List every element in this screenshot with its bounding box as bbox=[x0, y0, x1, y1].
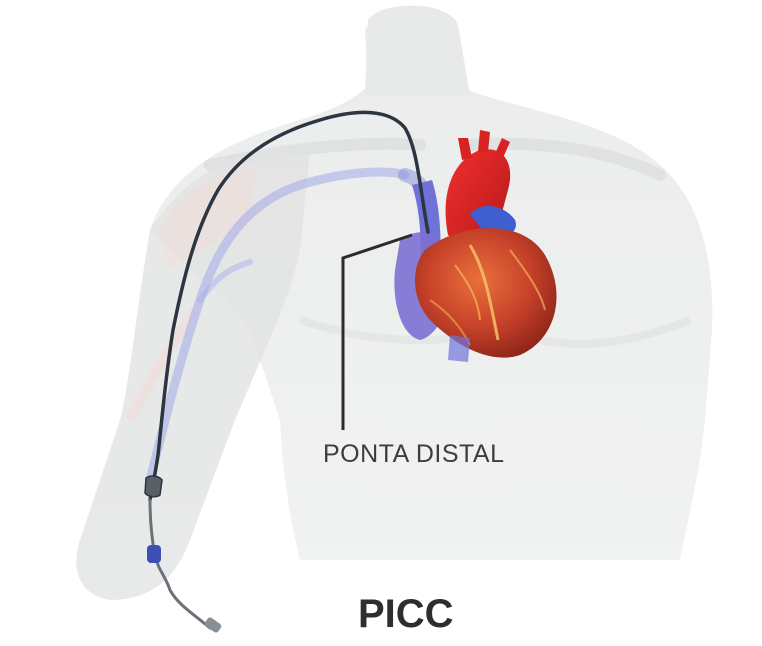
catheter-connector bbox=[204, 616, 223, 633]
catheter-hub bbox=[145, 476, 162, 497]
distal-tip-label: PONTA DISTAL bbox=[323, 440, 505, 469]
diagram-title: PICC bbox=[358, 592, 454, 637]
catheter-clamp bbox=[147, 545, 161, 563]
